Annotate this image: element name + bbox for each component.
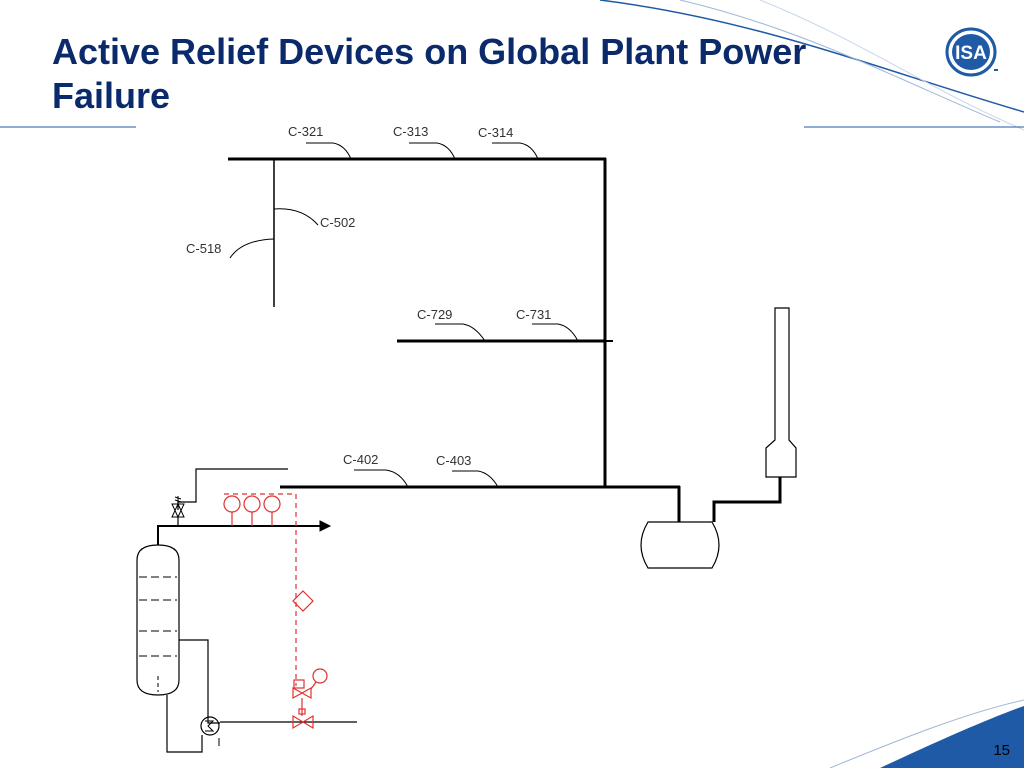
label-c731: C-731: [516, 307, 551, 322]
page-number: 15: [993, 742, 1010, 759]
title-line-2: Failure: [52, 75, 171, 116]
reboiler-exchanger: [200, 716, 220, 736]
leader-c403: [452, 470, 499, 488]
psv-spring-mark: [174, 496, 182, 503]
footer-swoosh: [880, 706, 1024, 768]
leader-c729: [435, 323, 486, 342]
label-c321: C-321: [288, 124, 323, 139]
valve-actuator: [293, 679, 305, 689]
overhead-vapor-pipe: [157, 525, 320, 545]
leader-c731: [532, 323, 579, 342]
distillation-column: [136, 544, 180, 696]
header-swoosh-2: [679, 0, 1001, 123]
label-c403: C-403: [436, 453, 471, 468]
pipe-labels: C-321 C-313 C-314 C-502 C-518 C-729 C-73…: [186, 124, 551, 468]
control-valve-lower: [292, 714, 314, 730]
leader-c518: [229, 238, 275, 259]
label-c502: C-502: [320, 215, 355, 230]
label-c314: C-314: [478, 125, 513, 140]
leader-c402: [354, 469, 409, 488]
reboiler-return-pipe: [179, 639, 220, 724]
leader-c502: [273, 208, 319, 226]
knockout-drum: [640, 521, 720, 569]
overhead-arrow: [319, 520, 332, 532]
footer-swoosh-line: [829, 699, 1024, 768]
instrument-bubble-2: [243, 495, 261, 513]
flare-line-pipe: [712, 477, 782, 522]
label-c729: C-729: [417, 307, 452, 322]
signal-line: [224, 493, 297, 686]
logic-diamond: [292, 590, 314, 612]
reboiler-sigma-mark: [205, 720, 215, 732]
title-line-1: Active Relief Devices on Global Plant Po…: [52, 31, 807, 72]
logo-text: ISA: [955, 43, 987, 64]
label-c313: C-313: [393, 124, 428, 139]
control-valve-upper: [292, 686, 312, 700]
flare-stack: [765, 307, 797, 478]
solenoid-link: [310, 681, 317, 690]
header-swoosh-3: [759, 0, 1024, 131]
solenoid-bubble: [312, 668, 328, 684]
instrument-bubble-1: [223, 495, 241, 513]
valve-top-box: [298, 708, 306, 715]
header-swoosh-1: [599, 0, 1024, 113]
relief-line-pipe: [177, 468, 288, 510]
control-loop-red: [223, 493, 328, 730]
leader-c314: [492, 142, 539, 160]
slide-title: Active Relief Devices on Global Plant Po…: [52, 30, 912, 118]
instrument-bubble-3: [263, 495, 281, 513]
label-c518: C-518: [186, 241, 221, 256]
column-trays: [139, 576, 177, 657]
leader-c313: [409, 142, 456, 160]
leader-c321: [306, 142, 352, 160]
label-c402: C-402: [343, 452, 378, 467]
reboiler-draw-pipe: [166, 695, 203, 753]
isa-logo: ISA: [945, 27, 998, 77]
